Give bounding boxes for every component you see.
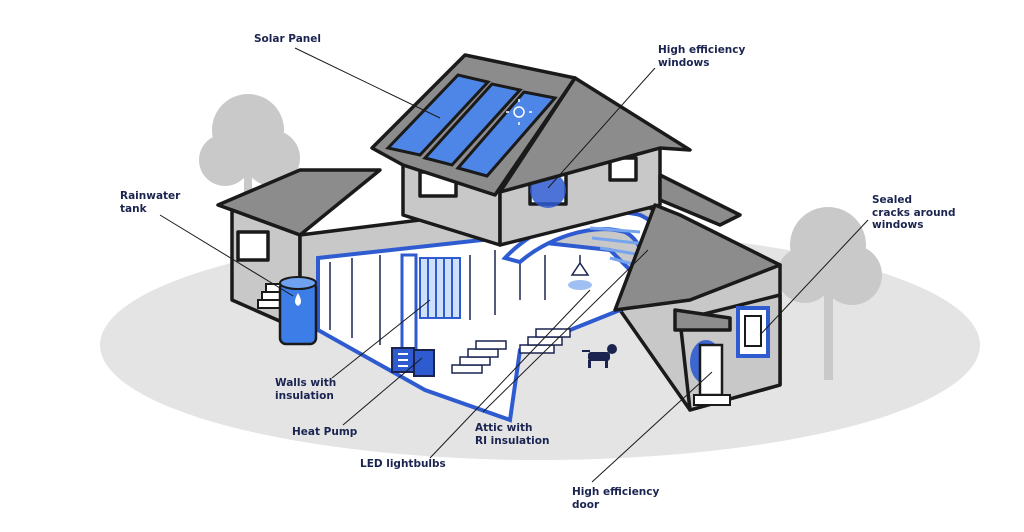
label-sealed-cracks: Sealed cracks around windows bbox=[872, 194, 956, 231]
front-door bbox=[690, 340, 731, 406]
interior-stairs bbox=[451, 328, 571, 374]
leader-lines bbox=[159, 47, 869, 483]
label-attic-insulation: Attic with RI insulation bbox=[475, 422, 550, 447]
heat-pump-unit bbox=[391, 347, 435, 377]
label-rainwater-tank: Rainwater tank bbox=[120, 190, 181, 215]
solar-panel bbox=[385, 73, 558, 178]
label-walls-with-insulation: Walls with insulation bbox=[275, 377, 337, 402]
label-led-lightbulbs: LED lightbulbs bbox=[360, 458, 446, 470]
led-lamp bbox=[568, 255, 592, 290]
label-solar-panel: Solar Panel bbox=[254, 33, 321, 45]
tree-right bbox=[777, 207, 882, 380]
sealed-window bbox=[736, 306, 770, 358]
rainwater-tank bbox=[278, 276, 318, 346]
label-heat-pump: Heat Pump bbox=[292, 426, 358, 438]
tree-left bbox=[199, 94, 300, 210]
dog-icon bbox=[582, 344, 617, 368]
side-stairs bbox=[257, 283, 285, 309]
label-high-efficiency-windows: High efficiency windows bbox=[658, 44, 746, 69]
sun-icon bbox=[506, 99, 532, 125]
wall-insulation-panel bbox=[419, 257, 461, 319]
label-high-efficiency-door: High efficiency door bbox=[572, 486, 660, 511]
